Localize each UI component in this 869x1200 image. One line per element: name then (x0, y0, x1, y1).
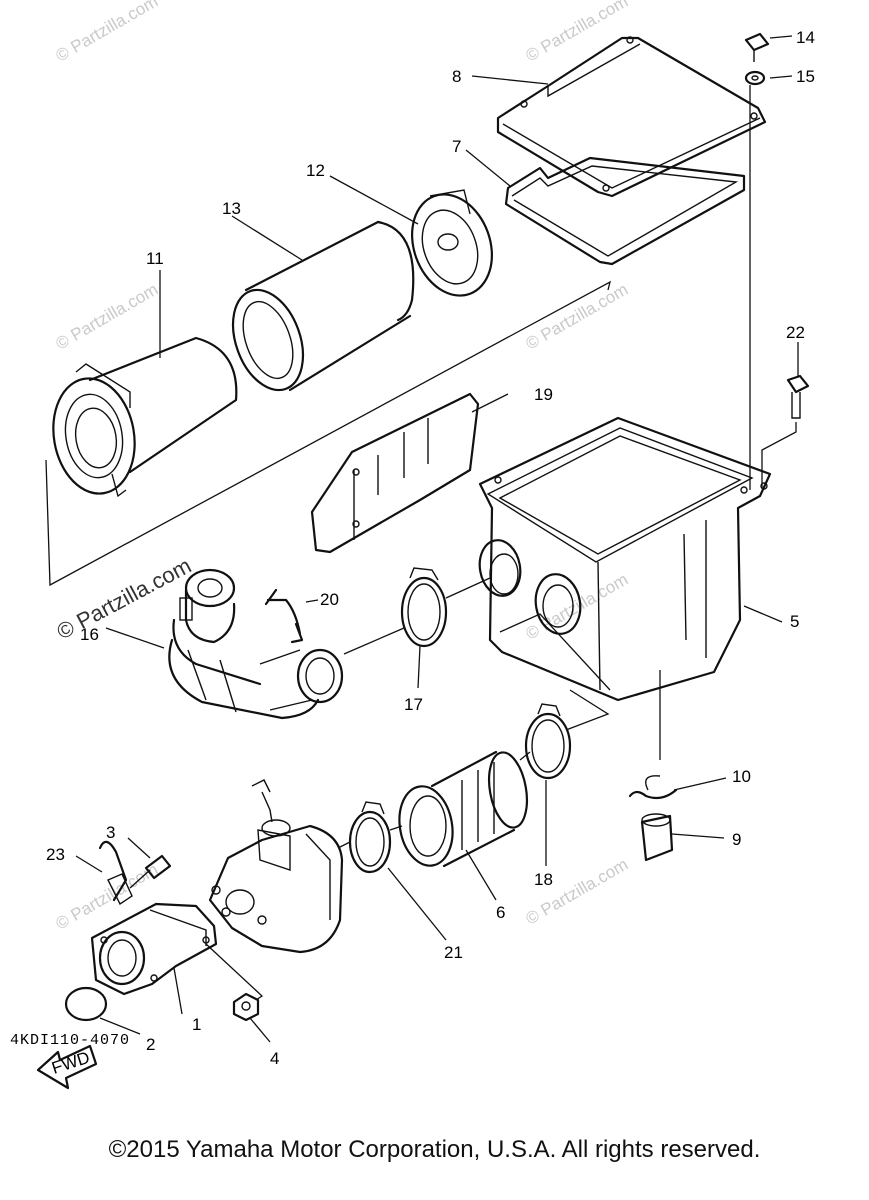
part-23-band (98, 840, 133, 906)
label-4: 4 (270, 1049, 279, 1068)
part-9-drain-hose (640, 813, 674, 862)
leader-lines (75, 35, 799, 1043)
part-12-cap (411, 189, 493, 297)
part-17-clamp (343, 567, 491, 655)
label-19: 19 (534, 385, 553, 404)
fwd-arrow-icon: FWD (36, 1044, 98, 1090)
label-18: 18 (534, 870, 553, 889)
part-21-clamp (337, 801, 403, 874)
label-6: 6 (496, 903, 505, 922)
label-17: 17 (404, 695, 423, 714)
label-7: 7 (452, 137, 461, 156)
part-7-gasket (504, 156, 746, 266)
part-16-intake-joint (168, 568, 344, 720)
part-19-plate (310, 392, 480, 554)
watermark: © Partzilla.com (523, 855, 632, 929)
part-number-labels: 1 2 3 4 5 6 7 8 9 10 11 12 13 14 15 16 1… (46, 28, 815, 1068)
label-14: 14 (796, 28, 815, 47)
part-13-foam-element (231, 220, 415, 392)
label-16: 16 (80, 625, 99, 644)
diagram-code: 4KDI110-4070 (10, 1032, 131, 1049)
label-5: 5 (790, 612, 799, 631)
label-15: 15 (796, 67, 815, 86)
label-1: 1 (192, 1015, 201, 1034)
label-9: 9 (732, 830, 741, 849)
label-2: 2 (146, 1035, 155, 1054)
watermark: © Partzilla.com (53, 860, 162, 934)
watermark: © Partzilla.com (53, 280, 162, 354)
label-3: 3 (106, 823, 115, 842)
label-21: 21 (444, 943, 463, 962)
part-20-hose (264, 588, 304, 644)
part-6-joint (398, 750, 529, 868)
label-11: 11 (146, 249, 164, 268)
watermark: © Partzilla.com (53, 0, 162, 65)
label-20: 20 (320, 590, 339, 609)
copyright-notice: ©2015 Yamaha Motor Corporation, U.S.A. A… (108, 1136, 761, 1163)
label-22: 22 (786, 323, 805, 342)
watermark: © Partzilla.com (523, 280, 632, 354)
part-10-clip (628, 775, 678, 800)
part-1-manifold (90, 902, 264, 1001)
watermark: © Partzilla.com (523, 570, 632, 644)
label-23: 23 (46, 845, 65, 864)
label-10: 10 (732, 767, 751, 786)
part-14-screw (744, 32, 770, 62)
watermark: © Partzilla.com (523, 0, 632, 65)
carburetor (208, 779, 344, 954)
part-11-element-guide (52, 336, 238, 498)
part-18-clamp (519, 689, 610, 780)
fwd-label: FWD (49, 1048, 92, 1078)
part-3-screw (129, 854, 172, 889)
label-12: 12 (306, 161, 325, 180)
label-13: 13 (222, 199, 241, 218)
part-15-washer (744, 70, 766, 86)
label-8: 8 (452, 67, 461, 86)
part-22-bolt (761, 374, 810, 488)
part-8-cover (496, 36, 767, 198)
part-4-nut (232, 992, 260, 1022)
part-5-air-box (478, 416, 772, 760)
part-2-o-ring (64, 986, 108, 1022)
